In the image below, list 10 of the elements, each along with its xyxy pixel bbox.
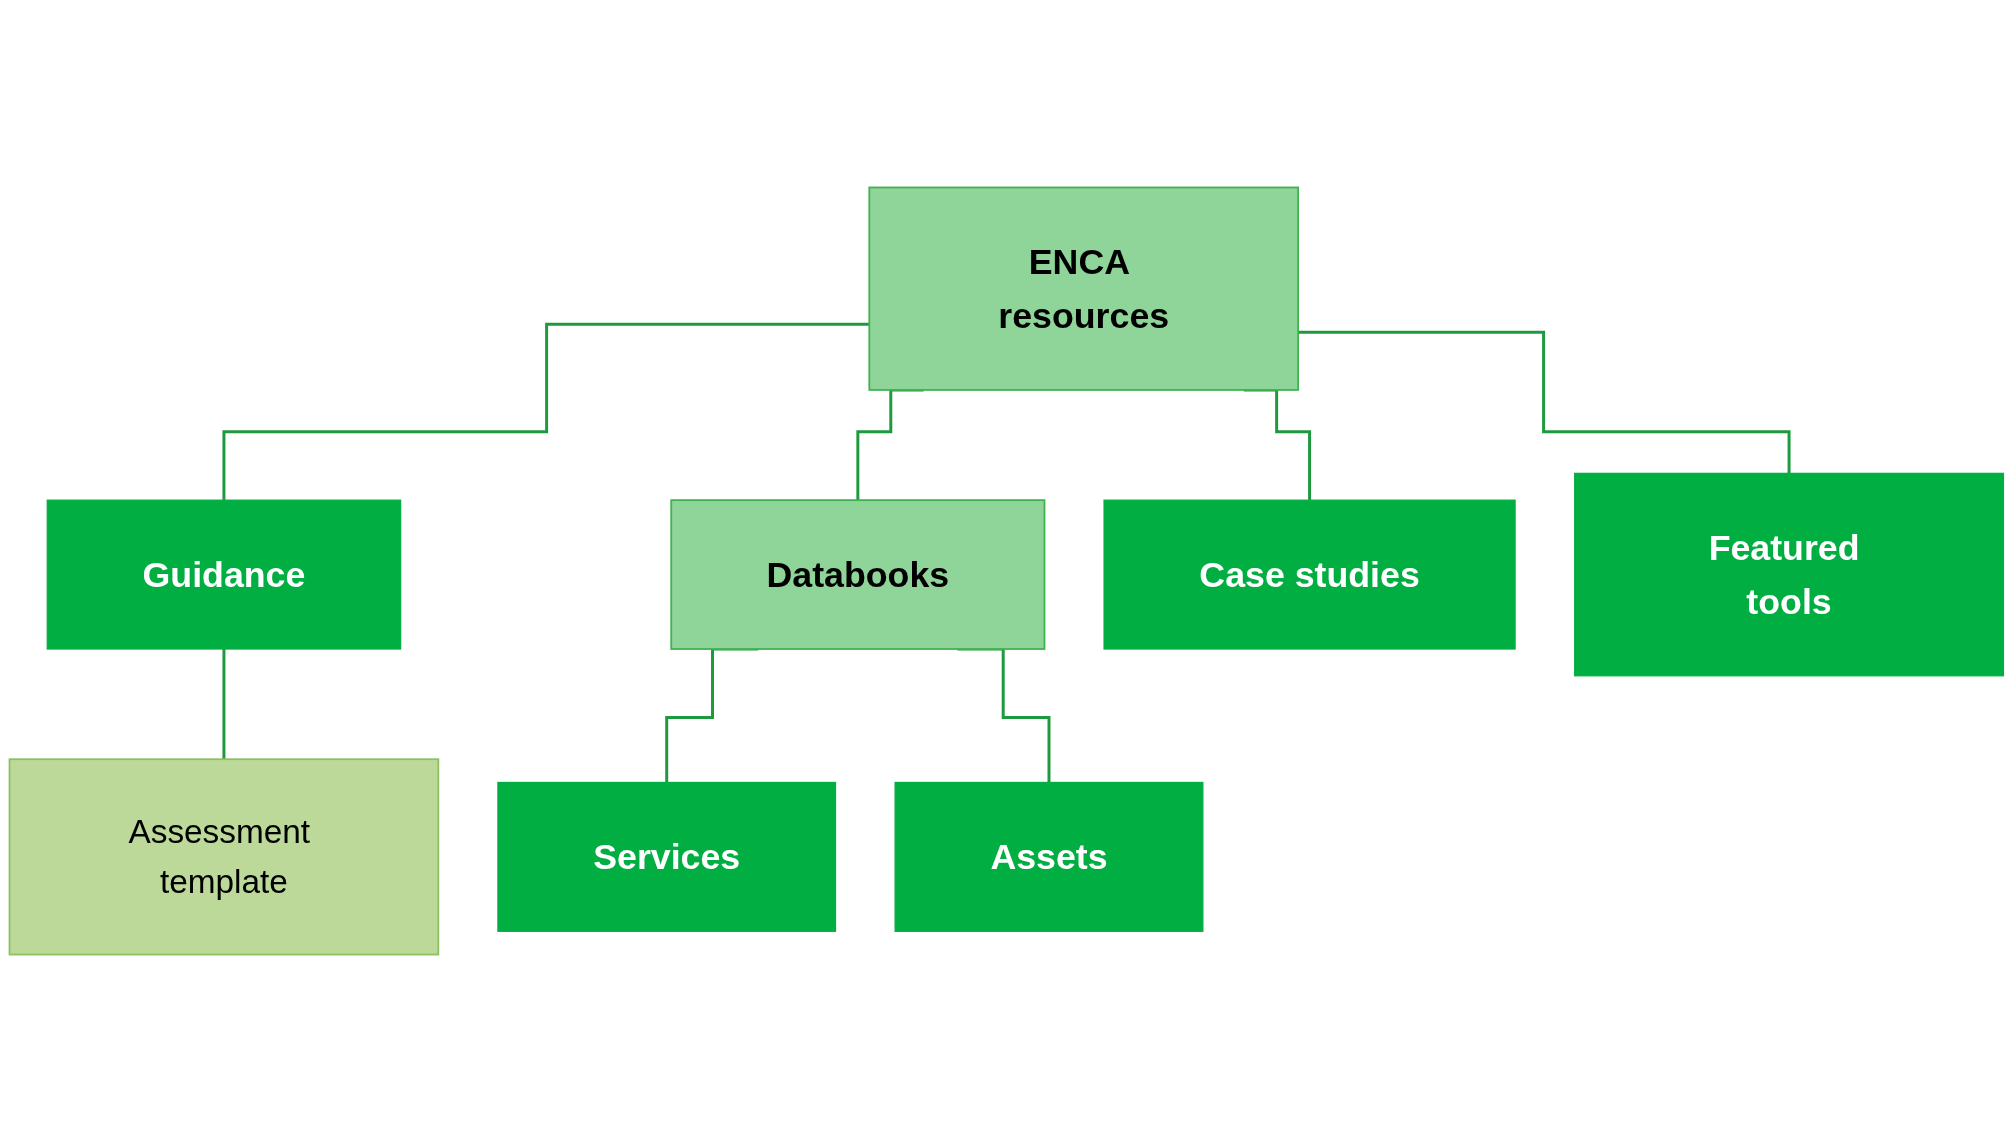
connector bbox=[222, 322, 870, 502]
node-box: Services bbox=[497, 781, 837, 932]
node-box: ENCA resources bbox=[868, 186, 1299, 391]
node-box: Featured tools bbox=[1574, 472, 2005, 677]
node-box: Databooks bbox=[670, 499, 1046, 650]
node-box: Guidance bbox=[46, 499, 402, 650]
connector bbox=[1298, 330, 1791, 475]
node-box: Assets bbox=[894, 781, 1204, 932]
node-box: Case studies bbox=[1103, 499, 1516, 650]
node-box: Assessment template bbox=[8, 758, 440, 956]
